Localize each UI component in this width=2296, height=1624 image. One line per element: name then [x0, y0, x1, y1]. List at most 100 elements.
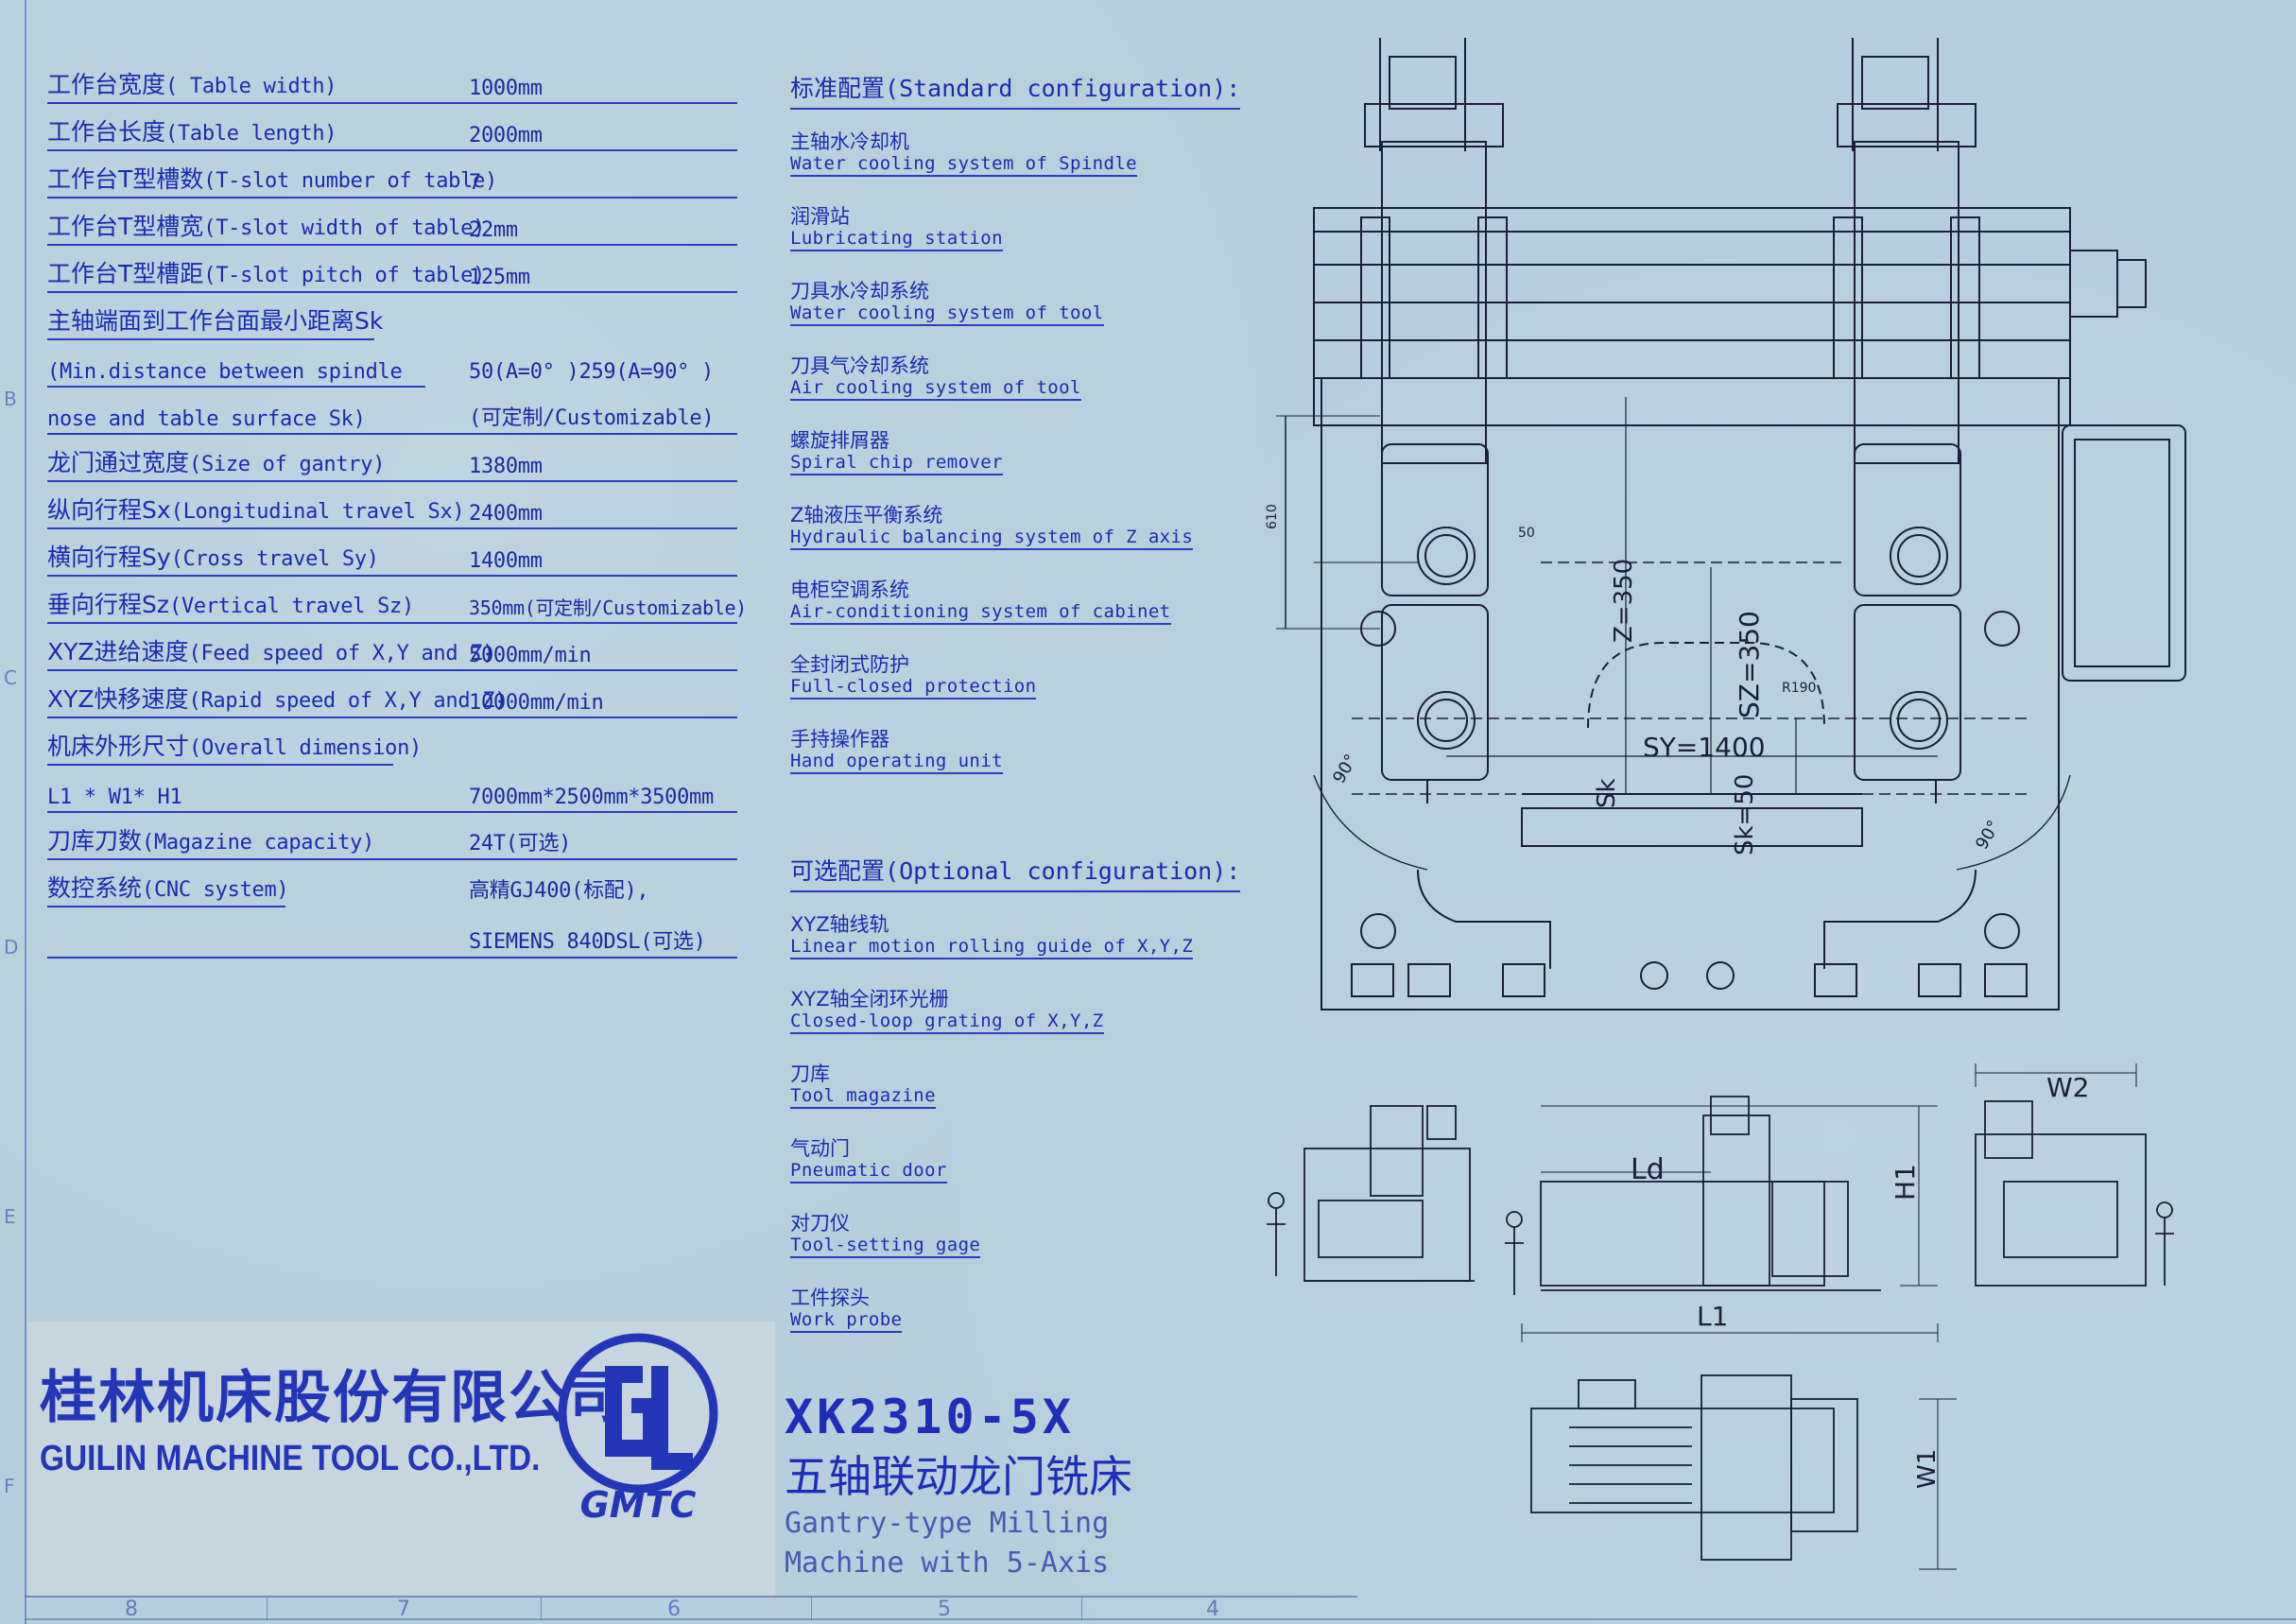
config-item-en: Hydraulic balancing system of Z axis [790, 527, 1194, 550]
config-item-zh: 电柜空调系统 [790, 579, 909, 601]
spec-row-rapid-speed: XYZ快移速度(Rapid speed of X,Y and Z) 10000m… [47, 682, 737, 722]
config-item-en: Linear motion rolling guide of X,Y,Z [790, 936, 1194, 959]
spec-value: 7 [469, 171, 481, 195]
spec-underline [47, 717, 737, 718]
spec-underline [47, 811, 737, 813]
config-item-zh: 刀具气冷却系统 [790, 354, 929, 377]
spec-underline [47, 149, 737, 151]
spec-value: 1380mm [469, 455, 543, 478]
angle-left-label: 90° [1329, 751, 1361, 786]
heading-underline [790, 108, 1241, 110]
config-item-zh: 主轴水冷却机 [790, 130, 909, 153]
optional-config-heading: 可选配置(Optional configuration): [790, 853, 1241, 892]
spec-underline [47, 622, 737, 624]
side-view-right [1975, 1063, 2174, 1287]
config-item-en: Air-conditioning system of cabinet [790, 601, 1171, 625]
config-item-zh: 手持操作器 [790, 728, 889, 751]
spec-row-min-distance-2: nose and table surface Sk) (可定制/Customiz… [47, 399, 737, 439]
spec-value: 10000mm/min [469, 691, 604, 715]
spec-row-feed-speed: XYZ进给速度(Feed speed of X,Y and Z) 5000mm/… [47, 635, 737, 675]
sy-travel-label: SY=1400 [1643, 732, 1766, 763]
spec-label-en: (T-slot width of table) [203, 216, 486, 240]
left-spindle-column [1360, 38, 1508, 803]
spec-row-dimension-values: L1 * W1* H1 7000mm*2500mm*3500mm [47, 777, 737, 817]
spec-label-zh: 工作台宽度 [47, 71, 166, 98]
spec-value: 1400mm [469, 549, 543, 573]
dim-50-label: 50 [1518, 526, 1535, 541]
spec-label-zh: 龙门通过宽度 [47, 449, 190, 476]
front-view-drawing: 610 50 Z=350 SZ=350 R190 SY=1400 Sk Sk=5… [1265, 38, 2186, 1011]
heading-en: (Standard configuration): [885, 75, 1241, 102]
spec-row-table-width: 工作台宽度( Table width) 1000mm [47, 68, 737, 108]
dim-610-label: 610 [1265, 504, 1280, 529]
spec-label-zh: 主轴端面到工作台面最小距离Sk [47, 307, 384, 335]
spec-row-magazine-capacity: 刀库刀数(Magazine capacity) 24T(可选) [47, 824, 737, 864]
work-table [1521, 807, 1863, 847]
overall-views-drawing: Ld H1 W2 L1 W1 [1267, 1063, 2174, 1570]
product-name-en-line1: Gantry-type Milling [785, 1507, 1110, 1540]
machine-base-outline [1321, 377, 2060, 1011]
spec-label-en: (Vertical travel Sz) [169, 595, 414, 618]
side-view-left [1267, 1105, 1524, 1295]
config-item-en: Lubricating station [790, 228, 1003, 251]
spec-underline [47, 906, 285, 907]
spec-value: 350mm(可定制/Customizable) [469, 596, 747, 619]
product-name-en-line2: Machine with 5-Axis [785, 1546, 1110, 1580]
spec-label-zh: 纵向行程Sx [47, 496, 171, 524]
spec-label-zh: 工作台T型槽数 [47, 165, 204, 193]
zone-letter: B [4, 388, 17, 410]
spec-label-en: (Longitudinal travel Sx) [170, 500, 465, 524]
spec-underline [47, 575, 737, 577]
zone-letter: C [4, 666, 17, 689]
zone-divider [1081, 1598, 1082, 1620]
spec-value: 7000mm*2500mm*3500mm [469, 786, 714, 809]
spec-label-zh: 刀库刀数 [47, 827, 143, 855]
sz-travel-label: SZ=350 [1734, 611, 1765, 718]
spec-label-en: (T-slot pitch of table) [203, 264, 486, 287]
spec-underline [47, 669, 737, 671]
spec-label-zh: 横向行程Sy [47, 544, 171, 571]
standard-config-heading: 标准配置(Standard configuration): [790, 70, 1241, 110]
spec-row-cross-travel: 横向行程Sy(Cross travel Sy) 1400mm [47, 541, 737, 580]
spec-underline [47, 858, 737, 860]
spec-value: 125mm [469, 266, 530, 289]
config-item-en: Spiral chip remover [790, 452, 1003, 475]
l1-label: L1 [1697, 1301, 1728, 1332]
config-item-zh: XYZ轴线轨 [790, 913, 889, 936]
spec-label-en: (Feed speed of X,Y and Z) [188, 642, 495, 665]
sk-label: Sk [1593, 778, 1621, 808]
product-model: XK2310-5X [785, 1390, 1075, 1444]
product-name-zh: 五轴联动龙门铣床 [785, 1451, 1132, 1502]
config-item-en: Pneumatic door [790, 1160, 947, 1183]
side-cabinet [2062, 424, 2186, 682]
config-item-en: Water cooling system of Spindle [790, 153, 1138, 177]
config-item-zh: 刀库 [790, 1063, 830, 1085]
config-item-en: Water cooling system of tool [790, 302, 1104, 326]
spec-underline [47, 291, 737, 293]
spec-label-en: (T-slot number of table) [203, 169, 497, 193]
z-travel-label: Z=350 [1610, 559, 1638, 643]
config-item-zh: 工件探头 [790, 1287, 870, 1309]
company-title-block [28, 1322, 775, 1596]
spec-row-table-length: 工作台长度(Table length) 2000mm [47, 115, 737, 155]
spec-label-en: L1 * W1* H1 [47, 786, 182, 809]
spec-row-gantry-size: 龙门通过宽度(Size of gantry) 1380mm [47, 446, 737, 486]
spec-label-zh: XYZ进给速度 [47, 638, 189, 665]
zone-number: 6 [667, 1598, 681, 1621]
h1-label: H1 [1890, 1164, 1921, 1201]
spec-underline [47, 764, 393, 766]
angle-right-label: 90° [1972, 817, 2004, 853]
spec-underline [47, 957, 737, 959]
config-item-en: Closed-loop grating of X,Y,Z [790, 1011, 1104, 1034]
zone-letter: F [4, 1475, 15, 1497]
spec-underline [47, 102, 737, 104]
ld-label: Ld [1631, 1153, 1665, 1186]
spec-label-en: (Table length) [165, 122, 337, 146]
spec-value: 2000mm [469, 124, 543, 147]
